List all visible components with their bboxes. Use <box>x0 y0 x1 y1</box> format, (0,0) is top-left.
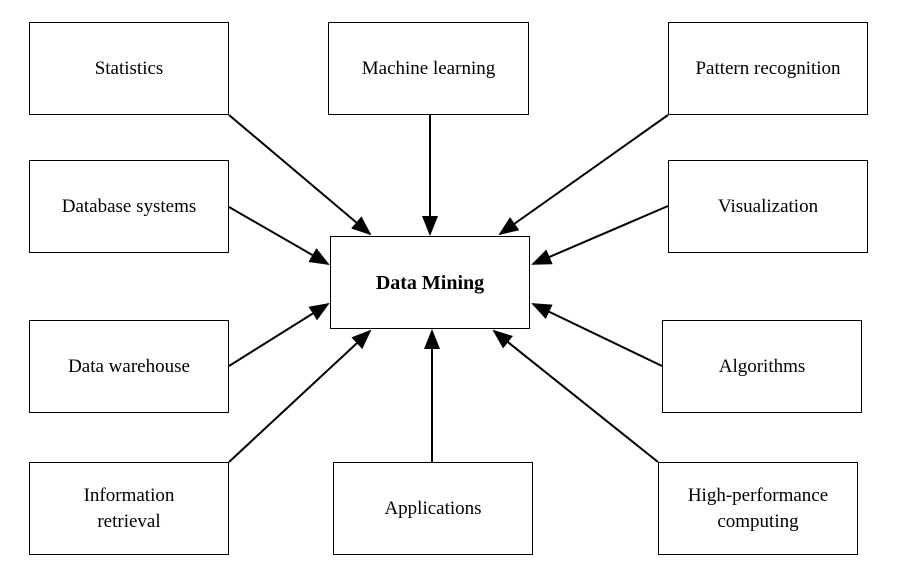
applications-label: Applications <box>384 497 482 519</box>
pattern-recognition-box: Pattern recognition <box>668 22 868 115</box>
data-mining-label: Data Mining <box>375 271 485 294</box>
data-warehouse-box: Data warehouse <box>29 320 229 413</box>
information-retrieval-label: Information retrieval <box>83 484 175 532</box>
data-warehouse-label: Data warehouse <box>68 355 190 377</box>
arrow-high-performance-computing-to-data-mining <box>492 329 659 463</box>
visualization-label: Visualization <box>717 195 819 217</box>
arrow-information-retrieval-to-data-mining <box>228 329 372 463</box>
arrow-statistics-to-data-mining <box>228 114 372 236</box>
algorithms-label: Algorithms <box>718 355 806 377</box>
arrow-visualization-to-data-mining <box>531 205 669 265</box>
arrow-data-warehouse-to-data-mining <box>228 302 330 367</box>
arrow-algorithms-to-data-mining <box>531 303 663 367</box>
visualization-box: Visualization <box>668 160 868 253</box>
data-mining-box: Data Mining <box>330 236 530 329</box>
pattern-recognition-label: Pattern recognition <box>695 57 841 79</box>
statistics-box: Statistics <box>29 22 229 115</box>
applications-box: Applications <box>333 462 533 555</box>
high-performance-computing-box: High-performance computing <box>658 462 858 555</box>
arrow-database-systems-to-data-mining <box>228 206 330 265</box>
statistics-label: Statistics <box>94 57 164 79</box>
database-systems-label: Database systems <box>61 195 197 217</box>
algorithms-box: Algorithms <box>662 320 862 413</box>
database-systems-box: Database systems <box>29 160 229 253</box>
machine-learning-box: Machine learning <box>328 22 529 115</box>
arrow-pattern-recognition-to-data-mining <box>498 114 669 236</box>
information-retrieval-box: Information retrieval <box>29 462 229 555</box>
high-performance-computing-label: High-performance computing <box>687 484 829 532</box>
machine-learning-label: Machine learning <box>361 57 496 79</box>
